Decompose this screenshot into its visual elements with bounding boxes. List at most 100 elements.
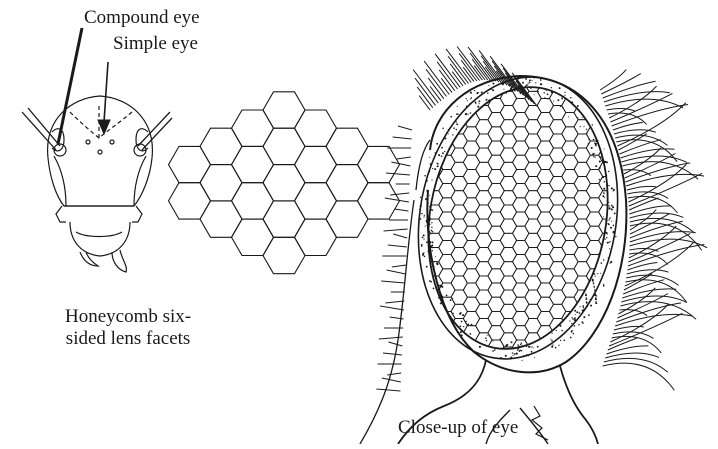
lens-facet — [402, 134, 418, 148]
bristle — [450, 64, 466, 85]
lens-facet — [402, 361, 418, 375]
bristle — [385, 198, 409, 202]
lens-facet — [549, 347, 565, 361]
bristle — [459, 53, 479, 80]
bristle — [446, 49, 471, 83]
bristle — [426, 69, 446, 96]
bristle — [383, 353, 402, 355]
lens-facet — [414, 326, 430, 340]
lens-facet — [414, 311, 430, 325]
lens-facet — [426, 361, 442, 375]
lens-facet — [414, 340, 430, 354]
lens-facet — [549, 63, 565, 77]
lens-facet — [586, 84, 602, 98]
honeycomb-hexagon — [232, 110, 274, 146]
bristle — [384, 229, 408, 231]
lens-facet — [414, 354, 430, 368]
bristle — [603, 363, 675, 390]
lens-facet — [611, 212, 627, 226]
honeycomb-hexagon — [295, 110, 337, 146]
honeycomb-hexagon — [263, 92, 305, 128]
lens-facet — [586, 354, 602, 368]
lens-facet — [574, 361, 590, 375]
lens-facet — [488, 368, 504, 382]
lens-facet — [402, 205, 418, 219]
lens-facet — [414, 127, 430, 141]
eye-closeup-illustration — [360, 47, 707, 445]
honeycomb-hexagon — [295, 183, 337, 219]
lens-facet — [402, 106, 418, 120]
bristle — [626, 163, 691, 182]
bristle — [627, 263, 657, 271]
bristle — [388, 342, 402, 346]
lens-facet — [451, 347, 467, 361]
bristle — [609, 313, 682, 346]
bristle — [439, 70, 455, 91]
bristle — [393, 137, 412, 139]
bristle — [608, 338, 637, 350]
bristle — [630, 239, 708, 248]
lens-facet — [451, 106, 467, 120]
bristle — [386, 173, 410, 175]
lens-facet — [537, 354, 553, 368]
lens-facet — [574, 290, 590, 304]
right-compound-eye — [136, 129, 148, 151]
insect-head-illustration — [22, 96, 172, 272]
bristle — [376, 389, 400, 391]
honeycomb-hexagon — [169, 146, 211, 182]
lens-facet — [586, 70, 602, 84]
lens-facet — [586, 340, 602, 354]
lens-facet — [426, 333, 442, 347]
bristle — [630, 213, 684, 218]
honeycomb-hexagon — [200, 165, 242, 201]
honeycomb-hexagon — [200, 128, 242, 164]
ocellus-right — [110, 140, 114, 144]
lens-facet — [402, 304, 418, 318]
lens-facet — [611, 198, 627, 212]
lens-facet — [414, 113, 430, 127]
lens-facet — [426, 304, 442, 318]
honeycomb-hexagon — [358, 146, 400, 182]
lens-facet — [586, 368, 602, 382]
bristle — [615, 314, 693, 326]
bristle — [382, 378, 401, 382]
honeycomb-hexagon — [326, 128, 368, 164]
bristle — [630, 218, 694, 232]
honeycomb-hexagon — [263, 128, 305, 164]
bristle — [605, 353, 659, 358]
bristle — [397, 157, 411, 159]
bristle — [612, 105, 688, 127]
bristle — [398, 126, 412, 130]
lens-facet — [599, 91, 615, 105]
lens-facet — [611, 98, 627, 112]
honeycomb-hexagon — [326, 165, 368, 201]
honeycomb-hexagon — [232, 146, 274, 182]
lens-facet — [439, 354, 455, 368]
bristle — [391, 162, 410, 166]
bristle — [380, 306, 404, 310]
lens-facet — [402, 120, 418, 134]
honeycomb-label: Honeycomb six- sided lens facets — [65, 306, 191, 350]
lens-facet — [611, 113, 627, 127]
honeycomb-hexagon — [232, 219, 274, 255]
bristle — [387, 270, 406, 274]
lens-facet — [402, 333, 418, 347]
bristle — [392, 265, 406, 267]
bristle — [385, 301, 404, 303]
lens-facet — [402, 91, 418, 105]
lens-facet — [574, 63, 590, 77]
bristle — [381, 281, 405, 283]
bristle — [417, 87, 433, 108]
honeycomb-label-line2: sided lens facets — [65, 328, 191, 350]
left-antenna — [28, 108, 60, 146]
honeycomb-hexagon — [232, 183, 274, 219]
bristle — [393, 234, 407, 238]
simple-eye-label: Simple eye — [113, 33, 198, 55]
simple-eye-arrowhead — [98, 120, 110, 134]
bristle — [388, 245, 407, 247]
bristle — [415, 78, 435, 105]
lens-facet — [402, 148, 418, 162]
bristle — [461, 60, 477, 81]
